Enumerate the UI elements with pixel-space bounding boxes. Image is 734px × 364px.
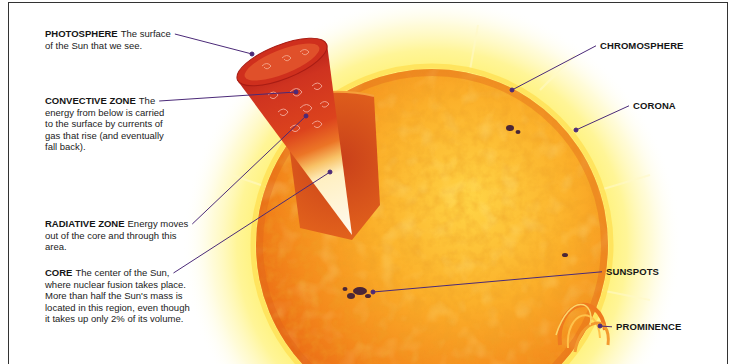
- convection-swirls: [268, 83, 329, 132]
- sunspot: [516, 130, 521, 134]
- surface-swirls: [262, 50, 309, 69]
- part-name: CONVECTIVE ZONE: [45, 95, 136, 106]
- leader-dot: [574, 128, 578, 132]
- prominence-loops: [556, 304, 608, 352]
- corona-ray: [600, 175, 650, 190]
- swirl: [300, 50, 309, 55]
- callout-label: RADIATIVE ZONEEnergy moves out of the co…: [45, 218, 195, 253]
- part-name: SUNSPOTS: [606, 266, 659, 277]
- sunspot: [353, 287, 367, 295]
- prominence-loop: [575, 323, 608, 352]
- swirl: [278, 109, 288, 116]
- corona-glow: [182, 0, 682, 364]
- corona-ray: [600, 290, 650, 300]
- cone-top-inner: [240, 36, 323, 88]
- callout-label: COREThe center of the Sun, where nuclear…: [45, 267, 195, 325]
- leader-dot: [328, 170, 332, 174]
- swirl: [312, 121, 322, 128]
- part-name: PROMINENCE: [616, 321, 681, 332]
- leader-line: [173, 172, 330, 273]
- callout-label: CORONA: [633, 100, 676, 112]
- leader-dot: [371, 290, 375, 294]
- swirl: [312, 83, 322, 90]
- sunspot: [365, 294, 371, 298]
- leader-dot: [250, 52, 254, 56]
- leader-line: [373, 272, 602, 292]
- swirl: [282, 56, 291, 61]
- cone-top-photosphere: [231, 28, 333, 95]
- leader-lines: [159, 34, 629, 328]
- corona-ray: [470, 25, 478, 70]
- sunspot: [562, 253, 568, 257]
- prominence-loop: [556, 304, 591, 335]
- part-name: CORONA: [633, 100, 676, 111]
- sunspot-group: [343, 125, 569, 299]
- leader-dot: [510, 88, 514, 92]
- leader-line: [512, 46, 596, 90]
- swirl: [300, 105, 312, 113]
- part-name: PHOTOSPHERE: [45, 28, 118, 39]
- leader-line: [175, 34, 252, 54]
- callout-label: SUNSPOTS: [606, 266, 659, 278]
- leader-dot: [294, 90, 298, 94]
- leader-dot: [304, 114, 308, 118]
- prominence-loop: [560, 305, 605, 345]
- callout-label: PHOTOSPHEREThe surface of the Sun that w…: [45, 28, 180, 51]
- swirl: [262, 64, 271, 69]
- callout-label: CONVECTIVE ZONEThe energy from below is …: [45, 95, 170, 153]
- leader-line: [576, 106, 629, 130]
- part-name: RADIATIVE ZONE: [45, 218, 125, 229]
- swirl: [320, 102, 329, 108]
- sunspot: [347, 293, 355, 299]
- frame: [9, 3, 728, 364]
- leader-line: [159, 92, 296, 101]
- interior-cone: [231, 28, 352, 235]
- callout-label: CHROMOSPHERE: [600, 40, 684, 52]
- sunspot: [343, 287, 348, 291]
- part-name: CHROMOSPHERE: [600, 40, 684, 51]
- leader-line: [192, 116, 306, 224]
- sunspot: [506, 125, 514, 131]
- leader-dot: [598, 324, 602, 328]
- part-name: CORE: [45, 267, 72, 278]
- callout-label: PROMINENCE: [616, 321, 681, 333]
